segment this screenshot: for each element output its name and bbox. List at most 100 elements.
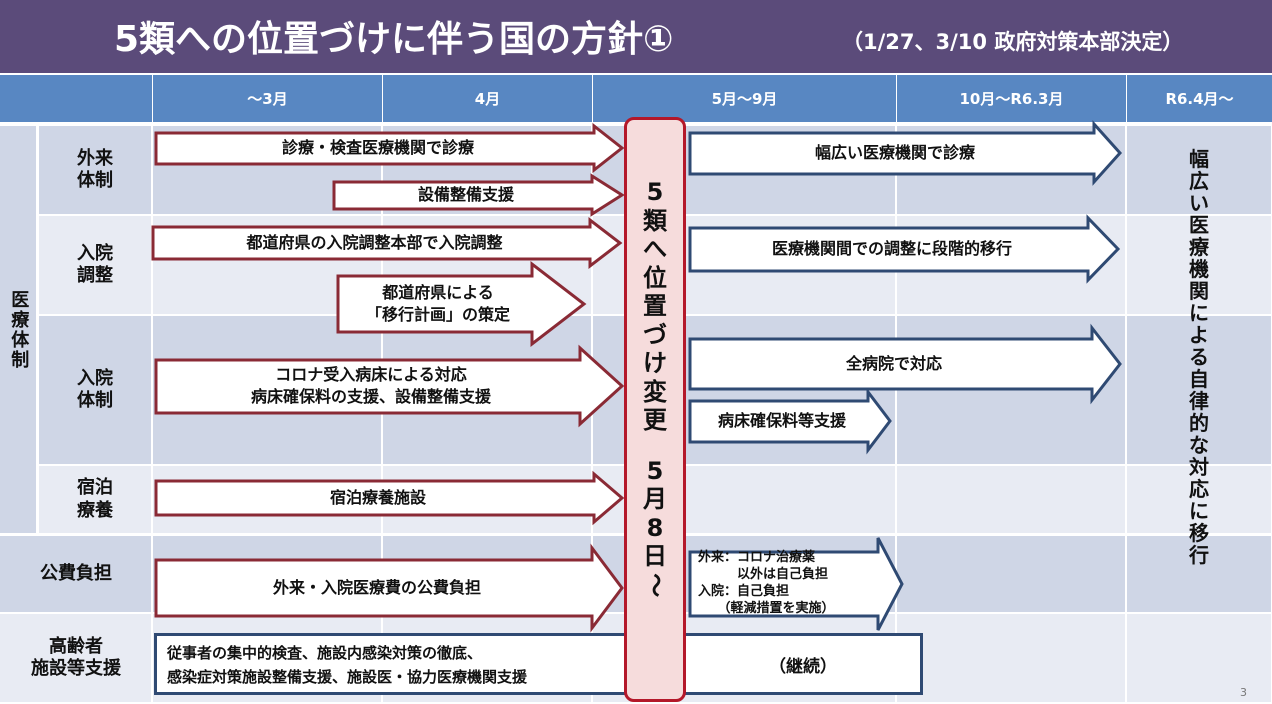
grid-cell xyxy=(1127,316,1271,464)
header-col-3: 5月～9月 xyxy=(592,75,896,122)
elderly-support-box: 従事者の集中的検査、施設内感染対策の徹底、 感染症対策施設整備支援、施設医・協力… xyxy=(154,633,923,695)
future-policy-char: 行 xyxy=(1189,543,1209,567)
arrow-transition-plan: 都道府県による 「移行計画」の策定 xyxy=(336,260,587,348)
grid-cell xyxy=(897,466,1125,533)
grid-cell xyxy=(1127,216,1271,314)
elderly-continue-text: （継続） xyxy=(769,657,837,677)
future-policy-char: 的 xyxy=(1189,411,1209,435)
arrow-equipment-support: 設備整備支援 xyxy=(332,173,625,217)
banner-char: 日 xyxy=(643,542,667,570)
banner-char: 5 xyxy=(646,456,664,485)
banner-char: 更 xyxy=(643,406,667,434)
arrow-bed-support: 病床確保料等支援 xyxy=(688,387,892,455)
banner-char: 置 xyxy=(643,292,667,320)
future-policy-char: 自 xyxy=(1189,367,1209,391)
arrow-shape xyxy=(154,122,625,174)
banner-char: 類 xyxy=(643,206,667,235)
arrow-shape xyxy=(332,173,625,217)
arrow-outline xyxy=(688,120,1123,186)
arrow-shape xyxy=(688,120,1123,186)
grid-cell xyxy=(1127,614,1271,702)
page-number: 3 xyxy=(1240,686,1247,699)
title-bar: 5類への位置づけに伴う国の方針① （1/27、3/10 政府対策本部決定） xyxy=(0,0,1272,73)
grid-cell xyxy=(0,126,36,533)
future-policy-char: 療 xyxy=(1189,235,1209,259)
arrow-shape xyxy=(688,387,892,455)
banner-char: 〜 xyxy=(641,572,670,597)
arrow-shape xyxy=(154,470,625,526)
future-policy-text: 幅広い医療機関による自律的な対応に移行 xyxy=(1186,148,1212,566)
header-col-5: R6.4月～ xyxy=(1126,75,1272,122)
grid-cell xyxy=(1127,536,1271,612)
arrow-cost-before: 外来・入院医療費の公費負担 xyxy=(154,543,624,633)
arrow-outline xyxy=(332,173,625,217)
grid-cell xyxy=(0,614,151,702)
grid-cell xyxy=(897,614,1125,702)
grid-cell xyxy=(1127,466,1271,533)
row-label-inpatient: 入院 体制 xyxy=(77,367,113,412)
header-col-1: ～3月 xyxy=(152,75,382,122)
banner-char: 8 xyxy=(646,513,664,542)
arrow-adjust-after: 医療機関間での調整に段階的移行 xyxy=(688,214,1121,284)
arrow-lodging-before: 宿泊療養施設 xyxy=(154,470,625,526)
banner-char: 月 xyxy=(643,485,667,513)
row-label-outpatient: 外来 体制 xyxy=(77,147,113,192)
arrow-outline xyxy=(688,323,1122,405)
banner-char: 変 xyxy=(643,377,667,406)
arrow-all-hospitals: 全病院で対応 xyxy=(688,323,1122,405)
future-policy-char: 関 xyxy=(1189,279,1209,303)
header-col-2: 4月 xyxy=(382,75,592,122)
future-policy-char: る xyxy=(1189,345,1209,369)
arrow-inpatient-before: コロナ受入病床による対応 病床確保料の支援、設備整備支援 xyxy=(154,344,625,428)
arrow-outline xyxy=(154,122,625,174)
arrow-shape xyxy=(336,260,587,348)
future-policy-char: い xyxy=(1189,191,1209,215)
elderly-support-text: 従事者の集中的検査、施設内感染対策の徹底、 感染症対策施設整備支援、施設医・協力… xyxy=(167,644,528,686)
row-label-medical-system: 医療体制 xyxy=(0,126,36,533)
arrow-outline xyxy=(336,260,587,348)
grid-cell xyxy=(39,126,151,214)
future-policy-char: 応 xyxy=(1189,477,1209,501)
arrow-adjust-before: 都道府県の入院調整本部で入院調整 xyxy=(151,216,623,270)
future-policy-char: に xyxy=(1189,499,1209,523)
grid-cell xyxy=(897,536,1125,612)
arrow-outline xyxy=(154,543,624,633)
arrow-shape xyxy=(688,323,1122,405)
arrow-cost-after: 外来：コロナ治療薬 以外は自己負担 入院：自己負担 （軽減措置を実施） xyxy=(688,537,904,631)
future-policy-char: 医 xyxy=(1189,213,1209,237)
medical-system-label: 医療体制 xyxy=(8,289,30,370)
future-policy-char: 対 xyxy=(1189,455,1209,479)
future-policy-char: 律 xyxy=(1189,389,1209,413)
future-policy-char: 幅 xyxy=(1189,147,1209,171)
arrow-outline xyxy=(688,387,892,455)
banner-char: 位 xyxy=(643,263,667,292)
row-label-public-cost: 公費負担 xyxy=(40,562,112,584)
grid-cell xyxy=(0,536,151,612)
banner-char: け xyxy=(643,349,667,377)
future-policy-char: 移 xyxy=(1189,521,1209,545)
page-title: 5類への位置づけに伴う国の方針① xyxy=(114,19,674,60)
header-col-4: 10月～R6.3月 xyxy=(896,75,1126,122)
row-label-admission-adjust: 入院 調整 xyxy=(77,242,113,287)
arrow-shape xyxy=(154,543,624,633)
future-policy-char: 広 xyxy=(1189,169,1209,193)
row-label-elderly: 高齢者 施設等支援 xyxy=(31,635,121,680)
arrow-outpatient-after: 幅広い医療機関で診療 xyxy=(688,120,1123,186)
header-blank xyxy=(0,75,152,122)
grid-cell xyxy=(1127,126,1271,214)
grid-cell xyxy=(39,466,151,533)
page-subtitle: （1/27、3/10 政府対策本部決定） xyxy=(842,30,1184,54)
banner-char: づ xyxy=(643,320,667,349)
arrow-outline xyxy=(688,214,1121,284)
arrow-shape xyxy=(688,214,1121,284)
row-label-lodging: 宿泊 療養 xyxy=(77,477,113,521)
arrow-outline xyxy=(154,470,625,526)
future-policy-char: よ xyxy=(1189,323,1209,347)
future-policy-char: な xyxy=(1189,433,1209,457)
grid-cell xyxy=(39,316,151,464)
grid-cell xyxy=(39,216,151,314)
arrow-shape xyxy=(688,537,904,631)
arrow-outline xyxy=(688,537,904,631)
